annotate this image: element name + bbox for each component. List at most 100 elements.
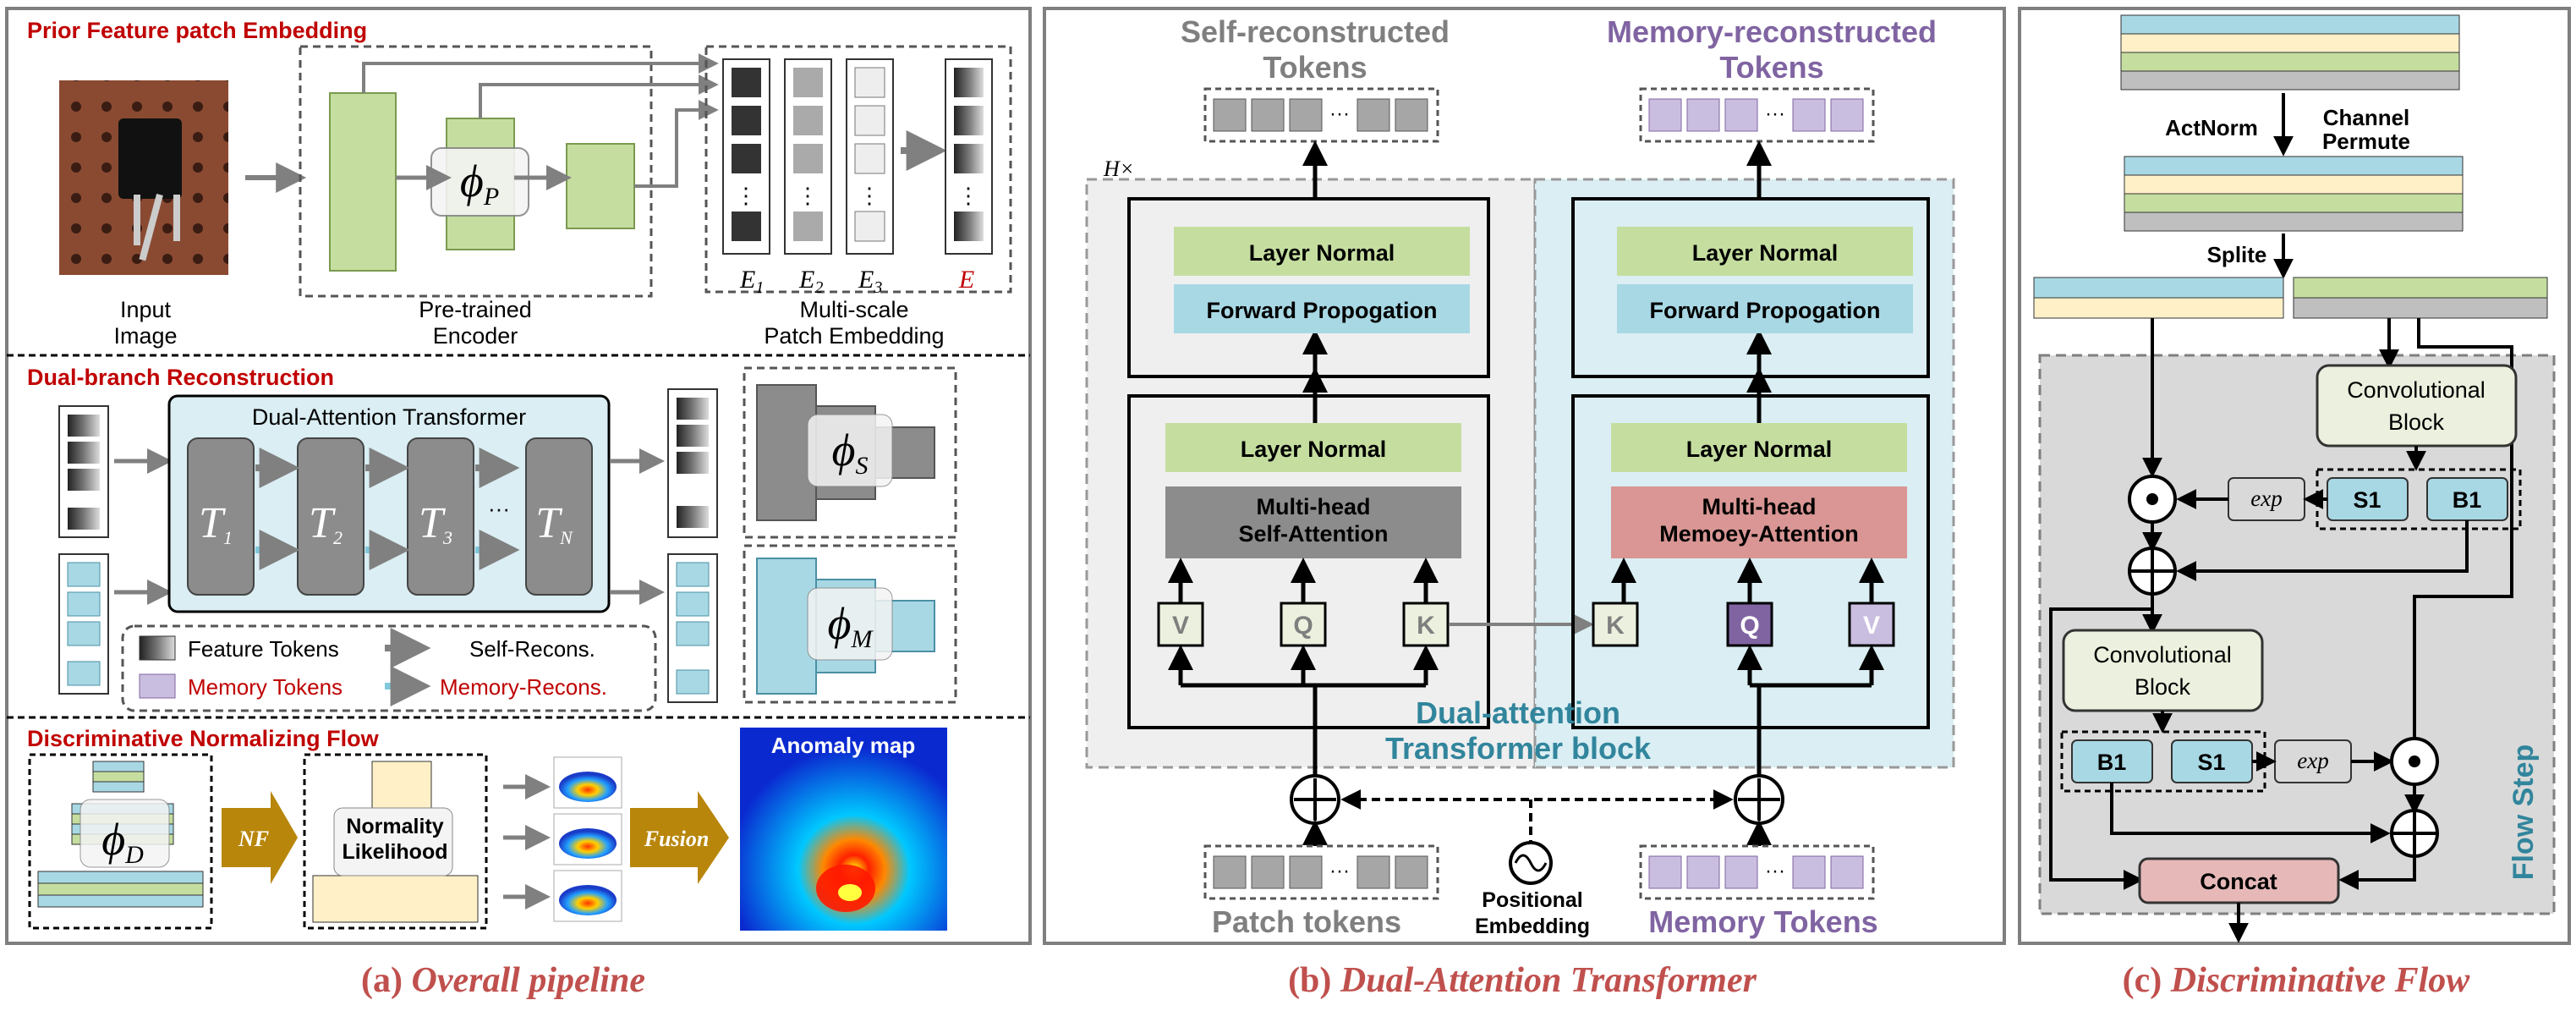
left-q-label: Q (1293, 612, 1313, 640)
right-forward-label: Forward Propogation (1650, 298, 1881, 323)
right-mha-memory (1611, 486, 1907, 558)
svg-text:⋮: ⋮ (957, 183, 979, 208)
b1-s1-bottom-group (2060, 730, 2266, 793)
right-layer-normal-top-label: Layer Normal (1692, 240, 1839, 266)
t3-label: T3 (419, 499, 452, 548)
legend-feature-tokens: Feature Tokens (188, 636, 339, 662)
memory-tokens-label: Memory Tokens (1648, 904, 1877, 939)
multiscale-line2: Patch Embedding (764, 323, 944, 349)
splite-label: Splite (2207, 242, 2267, 267)
dual-attention-transformer-box (167, 394, 611, 613)
input-label-line1: Input (120, 297, 172, 322)
transformer-dots: ··· (488, 496, 510, 521)
right-layer-normal-bottom (1611, 423, 1907, 472)
right-mha-line2: Memoey-Attention (1659, 521, 1859, 547)
transformer-title: Dual-Attention Transformer (252, 404, 526, 430)
left-forward-label: Forward Propogation (1207, 298, 1438, 323)
memory-recon-line1: Memory-reconstructed (1607, 14, 1937, 49)
phi-m-symbol: ϕM (828, 598, 874, 653)
left-layer-normal-top (1174, 227, 1470, 276)
feature-token-column-right (667, 388, 718, 538)
panel-b: Self-reconstructed Tokens Memory-reconst… (1043, 7, 2006, 1000)
split-right-stack (2293, 277, 2548, 319)
svg-text:⋮: ⋮ (735, 183, 757, 208)
panel-a: Prior Feature patch Embedding Input Imag… (5, 7, 1032, 1000)
self-recon-line1: Self-reconstructed (1181, 14, 1450, 49)
section2-title: Dual-branch Reconstruction (27, 365, 334, 390)
multiscale-embedding: ⋮ ⋮ ⋮ ⋮ (704, 45, 1012, 294)
encoder-label-line2: Encoder (433, 323, 518, 349)
svg-text:⋮: ⋮ (858, 183, 880, 208)
positional-embedding-icon (1509, 841, 1553, 885)
patch-tokens (1203, 844, 1439, 900)
right-forward-propagation (1617, 284, 1913, 333)
anomaly-map (740, 728, 947, 931)
t2-label: T2 (309, 499, 343, 548)
s1-bottom-label: S1 (2197, 750, 2225, 775)
right-v-label: V (1863, 612, 1880, 640)
left-layer-normal-bottom-label: Layer Normal (1241, 437, 1387, 462)
conv-block-top-line1: Convolutional (2347, 377, 2486, 403)
right-layer-normal-bottom-label: Layer Normal (1686, 437, 1833, 462)
memory-token-column-left (58, 553, 109, 695)
e3-label: E3 (858, 266, 882, 297)
left-layer-normal-top-label: Layer Normal (1249, 240, 1395, 266)
nf-label: NF (238, 827, 269, 851)
multiply-node-bottom (2390, 737, 2439, 786)
panel-c: ActNorm Channel Permute Splite Flow Step… (2018, 7, 2571, 1000)
pretrained-encoder (299, 45, 719, 298)
tn-label: TN (535, 499, 573, 548)
b1-bottom-label: B1 (2097, 750, 2127, 775)
left-layer-normal-bottom (1165, 423, 1461, 472)
add-node-top (2128, 547, 2177, 596)
patch-tokens-label: Patch tokens (1212, 904, 1401, 939)
e1-label: E1 (739, 266, 764, 297)
section1-title: Prior Feature patch Embedding (27, 18, 367, 43)
multiply-node-top (2128, 475, 2177, 524)
anomaly-map-label: Anomaly map (771, 733, 916, 758)
memory-tokens (1639, 844, 1875, 900)
left-k-label: K (1417, 612, 1435, 640)
split-left-stack (2033, 277, 2284, 319)
multiscale-line1: Multi-scale (799, 297, 908, 322)
self-recon-line2: Tokens (1263, 50, 1367, 85)
actnorm-label: ActNorm (2165, 115, 2258, 140)
s1-b1-top-group (2316, 468, 2522, 530)
conv-block-top-line2: Block (2388, 409, 2445, 435)
right-q-label: Q (1740, 612, 1759, 640)
caption-c: (c) Discriminative Flow (2123, 961, 2471, 1000)
right-add-node (1734, 774, 1784, 825)
block-label-line2: Transformer block (1385, 731, 1652, 766)
normality-line2: Likelihood (343, 840, 448, 864)
exp-top-label: exp (2250, 486, 2282, 511)
positional-line1: Positional (1482, 888, 1582, 912)
right-layer-normal-top (1617, 227, 1913, 276)
right-k-box (1592, 602, 1639, 647)
encoder-symbol: ϕP (460, 156, 499, 211)
likelihood-surfaces (553, 756, 622, 922)
nf-arrow (222, 791, 298, 884)
svg-text:⋮: ⋮ (797, 183, 819, 208)
flow-input-stack (2120, 14, 2460, 91)
caption-a: (a) Overall pipeline (361, 961, 645, 1000)
right-q-box (1726, 602, 1773, 647)
left-mha-self (1165, 486, 1461, 558)
add-node-bottom (2390, 809, 2439, 858)
memory-tokens-dots: ··· (1765, 860, 1785, 882)
left-forward-propagation (1174, 284, 1470, 333)
positional-line2: Embedding (1475, 915, 1590, 938)
phi-d-flow-block (28, 753, 213, 930)
flow-step-label: Flow Step (2507, 745, 2540, 881)
h-times-label: H× (1103, 157, 1134, 181)
left-add-node (1290, 774, 1340, 825)
phi-s-decoder (743, 366, 957, 539)
fusion-arrow (630, 791, 729, 884)
conv-block-bottom-line2: Block (2135, 674, 2191, 700)
normality-block (303, 753, 488, 930)
fusion-label: Fusion (644, 827, 710, 851)
memory-recon-tokens (1639, 87, 1875, 143)
self-recon-tokens (1203, 87, 1439, 143)
input-image (59, 80, 228, 275)
legend-memory-recons: Memory-Recons. (440, 674, 607, 700)
phi-d-symbol: ϕD (101, 814, 144, 869)
